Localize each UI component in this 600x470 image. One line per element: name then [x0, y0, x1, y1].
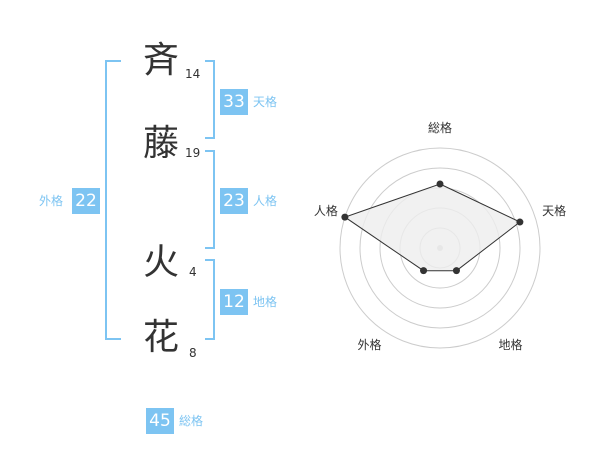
radar-axis-label-1: 総格 [428, 120, 452, 135]
stroke-count-1: 14 [185, 67, 201, 81]
jinkaku-label: 人格 [253, 194, 278, 208]
radar-axis-label-3: 地格 [499, 337, 523, 352]
name-char-3: 火 [142, 242, 179, 283]
name-char-2: 藤 [142, 123, 179, 164]
radar-ring-5 [339, 147, 541, 349]
stroke-count-2: 19 [185, 146, 201, 160]
gaikaku-value-badge: 22 [72, 188, 100, 214]
name-char-4: 花 [142, 317, 179, 358]
radar-axis-label-2: 天格 [542, 203, 566, 218]
soukaku-label: 総格 [179, 414, 204, 428]
jinkaku-bracket [205, 150, 215, 249]
chikaku-value-badge: 12 [220, 289, 248, 315]
soukaku-value-badge: 45 [146, 408, 174, 434]
chikaku-label: 地格 [253, 295, 278, 309]
radar-ring-4 [359, 167, 521, 329]
radar-point-5 [341, 213, 349, 221]
tenkaku-label: 天格 [253, 95, 278, 109]
stroke-count-3: 4 [189, 265, 197, 279]
radar-point-2 [516, 218, 524, 226]
radar-axis-label-5: 人格 [314, 203, 338, 218]
chikaku-bracket [205, 259, 215, 340]
name-char-1: 斉 [142, 40, 179, 81]
radar-point-4 [420, 267, 428, 275]
radar-series-polygon [343, 183, 521, 272]
gaikaku-label: 外格 [39, 194, 64, 208]
tenkaku-value-badge: 33 [220, 89, 248, 115]
gaikaku-bracket [105, 60, 121, 340]
radar-point-1 [436, 180, 444, 188]
stroke-count-4: 8 [189, 346, 197, 360]
jinkaku-value-badge: 23 [220, 188, 248, 214]
radar-axis-label-4: 外格 [357, 337, 381, 352]
tenkaku-bracket [205, 60, 215, 139]
radar-point-3 [452, 267, 460, 275]
